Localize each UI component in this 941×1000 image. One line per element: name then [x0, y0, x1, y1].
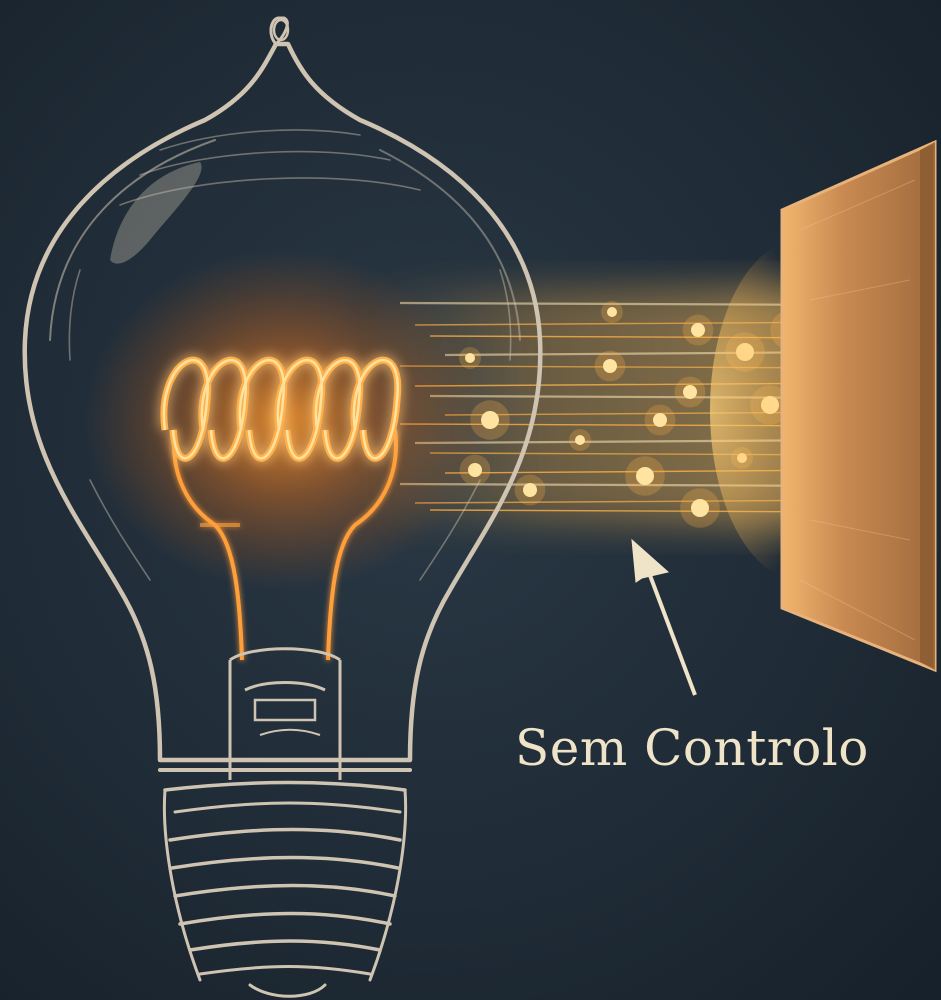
light-particle: [653, 413, 667, 427]
light-particle: [575, 435, 585, 445]
light-particle: [691, 499, 709, 517]
filament-halo: [85, 250, 485, 590]
light-particle: [691, 323, 705, 337]
light-particle: [683, 385, 697, 399]
light-particle: [607, 307, 617, 317]
light-particle: [523, 483, 537, 497]
light-particle: [603, 359, 617, 373]
annotation-label: Sem Controlo: [515, 719, 869, 777]
light-particle: [636, 467, 654, 485]
